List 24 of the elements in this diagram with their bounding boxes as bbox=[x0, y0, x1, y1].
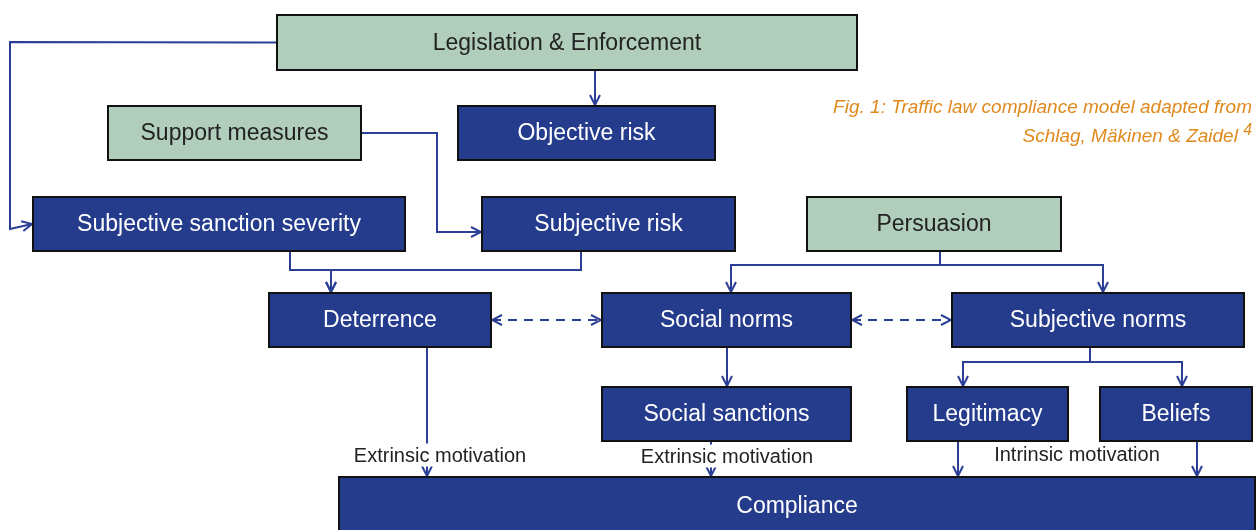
arrow bbox=[952, 441, 964, 477]
factor-box: Deterrence bbox=[268, 292, 492, 348]
factor-box: Beliefs bbox=[1099, 386, 1253, 442]
factor-box: Subjective risk bbox=[481, 196, 736, 252]
arrow bbox=[361, 132, 482, 238]
arrow bbox=[1191, 441, 1203, 477]
dashed-double-arrow bbox=[491, 314, 602, 326]
arrow bbox=[9, 41, 277, 233]
factor-box: Subjective norms bbox=[951, 292, 1245, 348]
input-box: Legislation & Enforcement bbox=[276, 14, 858, 71]
input-box: Persuasion bbox=[806, 196, 1062, 252]
arrow bbox=[325, 251, 582, 293]
input-box: Support measures bbox=[107, 105, 362, 161]
factor-box: Social norms bbox=[601, 292, 852, 348]
dashed-double-arrow bbox=[851, 314, 952, 326]
factor-box: Subjective sanction severity bbox=[32, 196, 406, 252]
arrow bbox=[721, 347, 733, 387]
arrow bbox=[939, 251, 1109, 293]
figure-caption: Fig. 1: Traffic law compliance model adapted from Schlag, Mäkinen & Zaidel $^{4}$ bbox=[832, 95, 1252, 148]
factor-box: Compliance bbox=[338, 476, 1256, 530]
factor-box: Social sanctions bbox=[601, 386, 852, 442]
factor-box: Objective risk bbox=[457, 105, 716, 161]
factor-box: Legitimacy bbox=[906, 386, 1069, 442]
arrow bbox=[589, 70, 601, 106]
